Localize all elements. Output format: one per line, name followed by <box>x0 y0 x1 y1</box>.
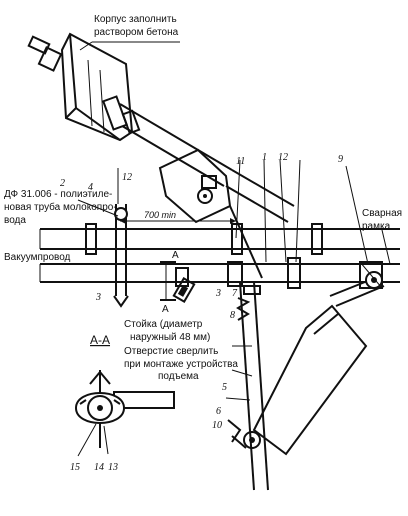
pipe-label-line2: новая труба молокопро- <box>4 201 117 213</box>
lever-arm <box>102 95 295 279</box>
item-number-13: 13 <box>108 462 118 473</box>
item-number-10: 10 <box>212 420 222 431</box>
leader-lines <box>77 41 391 401</box>
vacuum-label: Вакуумпровод <box>4 252 71 263</box>
item-number-11: 11 <box>236 156 245 167</box>
frame-label-line1: Сварная <box>362 208 402 219</box>
housing-label-line2: раствором бетона <box>94 26 179 38</box>
hole-label-line1: Отверстие сверлить <box>124 346 218 357</box>
item-number-9: 9 <box>338 154 343 165</box>
item-number-12-right: 12 <box>278 152 288 163</box>
section-mark-bottom: А <box>162 304 169 315</box>
milk-pipe <box>39 218 400 255</box>
pipe-label-line3: вода <box>4 215 26 226</box>
item-number-2: 2 <box>60 178 65 189</box>
item-number-12-left: 12 <box>122 172 132 183</box>
item-number-3-right: 3 <box>215 288 221 299</box>
stand-post <box>236 281 269 491</box>
left-support <box>113 204 129 308</box>
item-number-1: 1 <box>262 152 267 163</box>
frame-label-line2: рамка <box>362 221 391 232</box>
housing-label-line1: Корпус заполнить <box>94 14 177 25</box>
section-a-a-detail <box>74 370 175 457</box>
pipe-label-line1: ДФ 31.006 - полиэтиле- <box>4 189 112 200</box>
lift-cylinder <box>227 271 385 456</box>
section-mark-top: А <box>172 250 179 261</box>
post-label-line2: наружный 48 мм) <box>130 332 210 343</box>
item-number-6: 6 <box>216 406 221 417</box>
item-number-4: 4 <box>88 182 93 193</box>
welded-frame <box>345 165 383 289</box>
item-number-3-left: 3 <box>95 292 101 303</box>
item-number-7: 7 <box>232 288 238 299</box>
hole-label-line2: при монтаже устройства <box>124 359 238 370</box>
dimension-label: 700 min <box>144 210 176 220</box>
section-title: А-А <box>90 333 110 347</box>
post-label-line1: Стойка (диаметр <box>124 319 203 330</box>
section-clamp <box>172 276 196 304</box>
item-number-14: 14 <box>94 462 104 473</box>
hole-label-line3: подъема <box>158 371 199 382</box>
item-number-8: 8 <box>230 310 235 321</box>
item-number-5: 5 <box>222 382 227 393</box>
item-number-15: 15 <box>70 462 80 473</box>
vacuum-pipe <box>39 257 400 301</box>
